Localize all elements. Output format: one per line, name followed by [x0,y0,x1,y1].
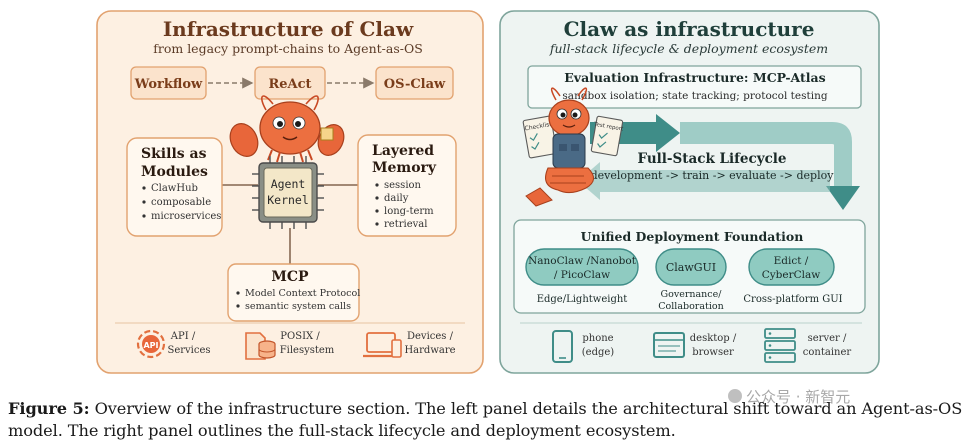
pill-nanoclaw-line1: NanoClaw /Nanobot [528,255,637,267]
pill-nanoclaw [525,248,639,286]
mcp-title: MCP [271,269,309,285]
filesystem-label-line1: POSIX / [280,331,320,342]
desktop-icon [653,332,685,358]
pill-clawgui-line1: ClawGUI [666,261,716,274]
bullet [375,183,379,187]
test-report-label: Test report [593,121,625,132]
memory-item: retrieval [384,219,427,230]
foundation-title: Unified Deployment Foundation [581,229,804,244]
bullet [375,222,379,226]
bullet [142,200,146,204]
lobster-mascot-left [229,95,345,163]
devices-label-line2: Hardware [404,345,455,356]
phone-icon [552,330,573,363]
react-label: ReAct [268,77,311,92]
infrastructure-diagram: Infrastructure of Claw from legacy promp… [96,10,880,374]
right-panel: Claw as infrastructure full-stack lifecy… [499,10,880,374]
left-panel: Infrastructure of Claw from legacy promp… [96,10,484,374]
watermark: 公众号 · 新智元 [728,386,850,407]
checklist-label: Checklist [524,121,553,133]
caption-label: Figure 5: [8,399,90,418]
bullet [142,186,146,190]
agent-kernel-chip: Agent Kernel [252,156,324,229]
right-title: Claw as infrastructure [564,17,815,41]
kernel-line2: Kernel [267,193,309,207]
devices-icon [363,332,402,358]
lobster-mascot-right: Checklist Test report [522,87,625,207]
os-claw-label: OS-Claw [384,77,446,92]
pill-nanoclaw-line2: / PicoClaw [554,269,610,281]
pill-edict-caption: Cross-platform GUI [743,294,842,305]
left-title: Infrastructure of Claw [163,17,414,41]
server-label-line1: server / [808,333,847,344]
left-subtitle: from legacy prompt-chains to Agent-as-OS [153,41,423,56]
mcp-item: semantic system calls [245,301,351,312]
right-subtitle: full-stack lifecycle & deployment ecosys… [549,41,828,56]
memory-item: long-term [384,206,434,217]
workflow-label: Workflow [134,77,203,92]
os-claw-box [375,66,454,100]
pill-edict [748,248,835,286]
api-icon-badge: API [143,341,158,350]
watermark-text: 公众号 · 新智元 [746,388,851,406]
server-icon [764,328,796,363]
skills-item: microservices [151,211,221,222]
lifecycle-title: Full-Stack Lifecycle [637,151,786,167]
bullet [375,196,379,200]
filesystem-icon [245,332,276,360]
bullet [375,209,379,213]
evaluation-desc: sandbox isolation; state tracking; proto… [562,90,827,102]
api-icon: API [136,329,166,359]
pill-nanoclaw-caption: Edge/Lightweight [537,294,628,305]
bullet [236,304,240,308]
api-label-line1: API / [170,331,196,342]
kernel-line1: Agent [271,177,306,191]
evaluation-box [527,65,862,109]
pill-edict-line1: Edict / [774,255,809,267]
bullet [142,214,146,218]
pill-clawgui-caption2: Collaboration [658,301,723,312]
mcp-item: Model Context Protocol [245,288,360,299]
react-box [254,66,326,100]
phone-label-line1: phone [582,333,613,344]
filesystem-label-line2: Filesystem [280,345,335,356]
mcp-box [227,263,360,322]
desktop-label-line2: browser [692,347,734,358]
wechat-icon [728,389,742,403]
memory-title-line1: Layered [372,143,434,159]
memory-title-line2: Memory [372,160,437,176]
lifecycle-desc: development -> train -> evaluate -> depl… [591,169,835,182]
figure-caption: Figure 5: Overview of the infrastructure… [8,398,973,442]
skills-title-line1: Skills as [141,146,207,162]
devices-label-line1: Devices / [407,331,454,342]
caption-text: Overview of the infrastructure section. … [8,399,963,440]
workflow-box [130,66,207,100]
api-label-line2: Services [167,345,210,356]
memory-item: session [384,180,422,191]
skills-item: composable [151,197,211,208]
memory-box [357,134,457,237]
desktop-label-line1: desktop / [690,333,737,344]
skills-title-line2: Modules [141,164,208,180]
pill-edict-line2: CyberClaw [762,269,821,281]
pill-clawgui [655,248,727,286]
pill-clawgui-caption1: Governance/ [661,289,723,300]
skills-item: ClawHub [151,183,198,194]
memory-item: daily [384,193,409,204]
phone-label-line2: (edge) [582,347,615,358]
server-label-line2: container [803,347,852,358]
skills-box [126,137,223,237]
evaluation-title: Evaluation Infrastructure: MCP-Atlas [564,70,825,85]
bullet [236,291,240,295]
